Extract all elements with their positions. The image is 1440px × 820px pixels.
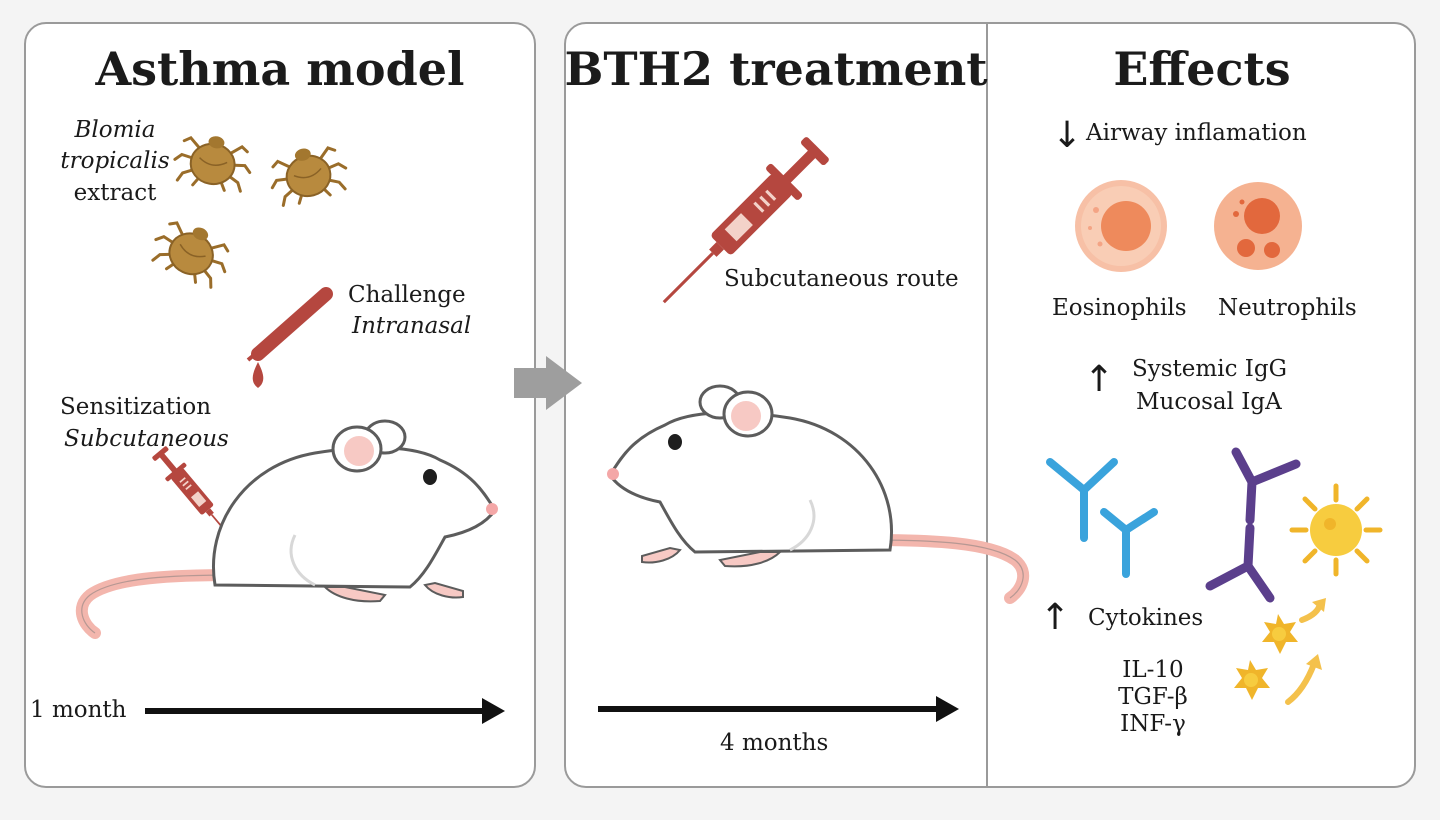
duration-4-months: 4 months	[720, 730, 829, 756]
mucosal-iga-label: Mucosal IgA	[1136, 389, 1282, 415]
timeline-arrow-middle	[598, 696, 959, 722]
cytokine-icon	[1234, 660, 1270, 700]
effects-title: Effects	[1113, 42, 1291, 96]
neutrophils-label: Neutrophils	[1218, 295, 1357, 321]
asthma-model-title: Asthma model	[95, 42, 465, 96]
cytokine-icon	[1262, 614, 1298, 654]
mite-icon	[263, 137, 353, 211]
cytokine-icon	[1289, 483, 1383, 577]
neutrophil-icon	[1214, 182, 1302, 270]
cytokine-tgfb: TGF-β	[1118, 684, 1188, 710]
sensitization-label: Sensitization	[60, 394, 212, 420]
curved-arrow-icon	[1285, 601, 1323, 705]
mouse-icon	[607, 386, 1023, 598]
duration-1-month: 1 month	[30, 697, 127, 723]
treatment-route-label: Subcutaneous route	[724, 266, 959, 292]
cytokines-label: Cytokines	[1088, 605, 1204, 631]
bth2-treatment-title: BTH2 treatment	[564, 42, 988, 96]
panel-divider	[986, 24, 988, 786]
up-arrow-icon: ↑	[1040, 597, 1071, 638]
challenge-label: Challenge	[348, 282, 466, 308]
challenge-route-label: Intranasal	[352, 313, 472, 339]
airway-inflammation-label: Airway inflamation	[1086, 120, 1307, 146]
eosinophils-label: Eosinophils	[1052, 295, 1187, 321]
antibody-icon	[1046, 458, 1158, 578]
asthma-model-panel	[24, 22, 536, 788]
dropper-icon	[246, 287, 333, 388]
systemic-igg-label: Systemic IgG	[1132, 356, 1287, 382]
eosinophil-icon	[1075, 180, 1167, 272]
sensitization-route-label: Subcutaneous	[64, 426, 229, 452]
mite-icon	[169, 128, 257, 196]
mite-icon	[145, 210, 239, 294]
transition-arrow	[514, 356, 582, 410]
timeline-arrow-left	[145, 698, 505, 724]
down-arrow-icon: ↓	[1052, 115, 1083, 156]
allergen-label-line2: tropicalis	[60, 148, 170, 174]
allergen-label-line1: Blomia	[74, 117, 156, 143]
up-arrow-icon: ↑	[1084, 359, 1115, 400]
allergen-label-line3: extract	[73, 180, 157, 206]
antibody-icon	[1205, 447, 1301, 603]
cytokine-infg: INF-γ	[1120, 711, 1186, 737]
cytokine-il10: IL-10	[1122, 657, 1184, 683]
